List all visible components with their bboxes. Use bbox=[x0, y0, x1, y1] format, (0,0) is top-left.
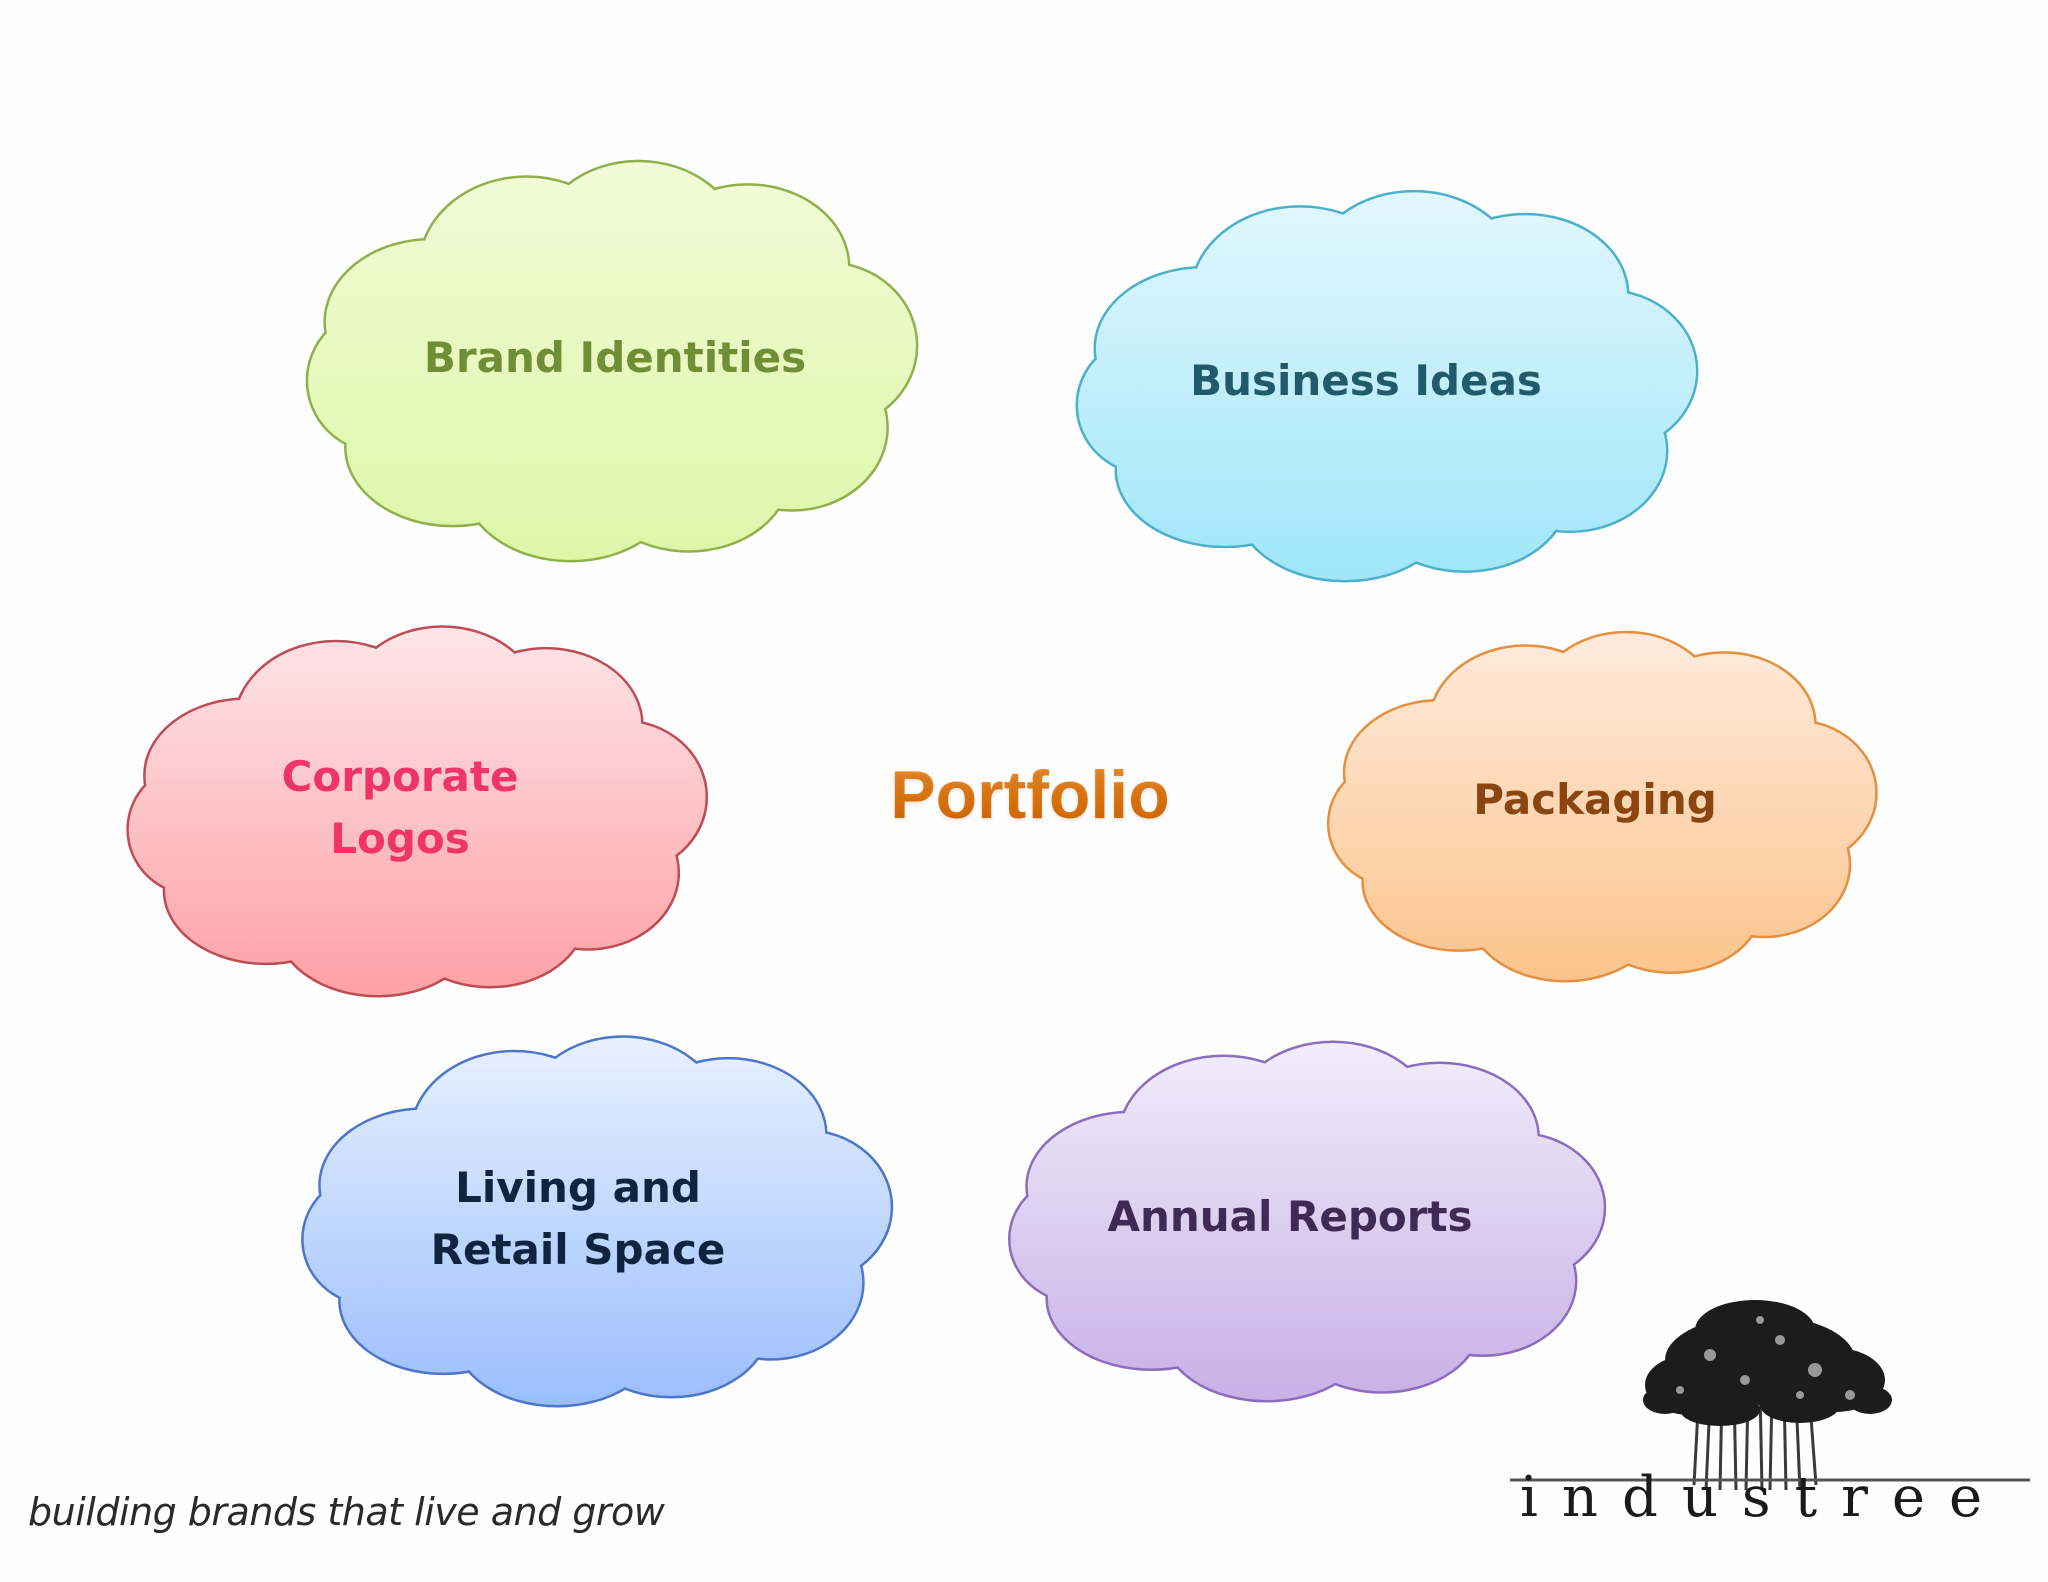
cloud-label-living-retail: Living and Retail Space bbox=[430, 1163, 726, 1274]
cloud-label-corporate-logos: Corporate Logos bbox=[281, 752, 519, 863]
page-title: Portfolio bbox=[830, 740, 1230, 850]
cloud-corporate-logos bbox=[126, 625, 709, 998]
cloud-business-ideas bbox=[1075, 189, 1699, 583]
banyan-tree-icon bbox=[1510, 1300, 2030, 1491]
cloud-label-brand-identities: Brand Identities bbox=[423, 333, 807, 382]
cloud-living-retail bbox=[301, 1035, 894, 1408]
cloud-label-business-ideas: Business Ideas bbox=[1190, 356, 1542, 405]
tagline: building brands that live and grow bbox=[28, 1490, 665, 1534]
clouds-layer bbox=[126, 159, 1878, 1408]
cloud-packaging bbox=[1326, 630, 1878, 983]
cloud-label-annual-reports: Annual Reports bbox=[1107, 1192, 1473, 1241]
cloud-annual-reports bbox=[1007, 1040, 1607, 1403]
cloud-label-packaging: Packaging bbox=[1473, 775, 1717, 824]
logo-wordmark: industree bbox=[1520, 1465, 2007, 1530]
cloud-brand-identities bbox=[305, 159, 919, 563]
